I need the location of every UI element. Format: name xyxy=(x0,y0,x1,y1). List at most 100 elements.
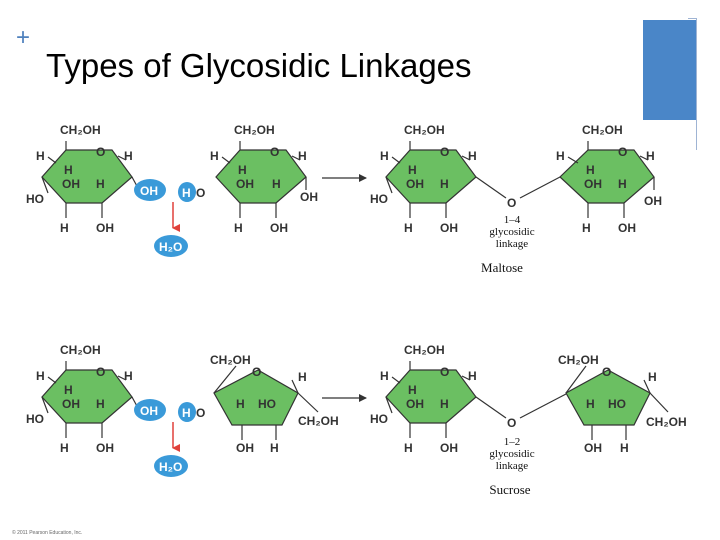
h-label: H xyxy=(440,397,449,411)
accent-block xyxy=(643,20,696,120)
oh-label: OH xyxy=(644,194,662,208)
glucose-ring-shape xyxy=(559,149,655,204)
h-label: H xyxy=(298,149,307,163)
h-label: H xyxy=(586,397,595,411)
reacting-h-label: H xyxy=(182,186,191,200)
h-label: H xyxy=(124,369,133,383)
fructose-ring-shape xyxy=(213,369,299,426)
ho-label: HO xyxy=(370,412,388,426)
ring-oxygen: O xyxy=(252,365,261,379)
h-label: H xyxy=(408,163,417,177)
reacting-oh-highlight xyxy=(134,399,166,421)
sucrose-glucose: CH₂OH O H H H OH H HO H OH xyxy=(26,343,139,455)
ho-label: HO xyxy=(608,397,626,411)
h-label: H xyxy=(234,221,243,235)
ch2oh-label: CH₂OH xyxy=(298,414,339,428)
ch2oh-label: CH₂OH xyxy=(234,123,275,137)
ho-label: HO xyxy=(370,192,388,206)
sucrose-product: CH₂OH O H H H OH H HO H OH O CH₂OH O H H… xyxy=(370,343,687,455)
reacting-oh-label: OH xyxy=(140,404,158,418)
h-label: H xyxy=(270,441,279,455)
ring-oxygen: O xyxy=(270,145,279,159)
water-highlight xyxy=(154,455,188,477)
ring-oxygen: O xyxy=(440,145,449,159)
glucose-ring-shape xyxy=(41,149,133,204)
h-label: H xyxy=(60,441,69,455)
oh-label: OH xyxy=(300,190,318,204)
sucrose-fructose: CH₂OH O H H HO CH₂OH OH H xyxy=(210,353,339,455)
glycosidic-oxygen: O xyxy=(507,196,516,210)
h-label: H xyxy=(64,163,73,177)
h-label: H xyxy=(96,397,105,411)
oh-label: OH xyxy=(96,221,114,235)
h-label: H xyxy=(618,177,627,191)
glucose-ring-shape xyxy=(215,149,307,204)
h-label: H xyxy=(408,383,417,397)
ch2oh-label: CH₂OH xyxy=(404,123,445,137)
h-label: H xyxy=(60,221,69,235)
ch2oh-label: CH₂OH xyxy=(210,353,251,367)
h-label: H xyxy=(380,369,389,383)
h-label: H xyxy=(210,149,219,163)
linkage-caption-line3: linkage xyxy=(496,238,528,250)
linkage-caption-line2: glycosidic xyxy=(489,448,534,460)
reacting-oh-label: OH xyxy=(140,184,158,198)
h-label: H xyxy=(440,177,449,191)
maltose-glucose-2: CH₂OH O H H H OH H OH H OH xyxy=(210,123,318,235)
linkage-caption-line3: linkage xyxy=(496,460,528,472)
h-label: H xyxy=(298,370,307,384)
accent-line xyxy=(696,18,697,150)
maltose-product: CH₂OH O H H H OH H HO H OH O CH₂OH O H H… xyxy=(370,123,662,235)
linkage-caption-line2: glycosidic xyxy=(489,226,534,238)
product-name-maltose: Maltose xyxy=(481,260,523,275)
water-highlight xyxy=(154,235,188,257)
h-label: H xyxy=(236,397,245,411)
linkage-caption-line1: 1–4 xyxy=(504,214,521,226)
h-label: H xyxy=(380,149,389,163)
reacting-o-label: O xyxy=(196,406,205,420)
glucose-ring-shape xyxy=(385,149,477,204)
h-label: H xyxy=(64,383,73,397)
h-label: H xyxy=(468,149,477,163)
h-label: H xyxy=(556,149,565,163)
reacting-h-label: H xyxy=(182,406,191,420)
reacting-h-highlight xyxy=(178,402,196,422)
h-label: H xyxy=(272,177,281,191)
ho-label: HO xyxy=(26,192,44,206)
oh-label: OH xyxy=(406,397,424,411)
slide-title: Types of Glycosidic Linkages xyxy=(46,47,472,84)
h-label: H xyxy=(124,149,133,163)
linkage-caption-line1: 1–2 xyxy=(504,436,521,448)
copyright-text: © 2011 Pearson Education, Inc. xyxy=(12,529,82,536)
h-label: H xyxy=(238,163,247,177)
oh-label: OH xyxy=(270,221,288,235)
oh-label: OH xyxy=(406,177,424,191)
ch2oh-label: CH₂OH xyxy=(646,415,687,429)
ch2oh-label: CH₂OH xyxy=(582,123,623,137)
h-label: H xyxy=(468,369,477,383)
oh-label: OH xyxy=(62,397,80,411)
ch2oh-label: CH₂OH xyxy=(60,343,101,357)
oh-label: OH xyxy=(584,441,602,455)
glucose-ring-shape xyxy=(41,369,133,424)
h-label: H xyxy=(36,369,45,383)
oh-label: OH xyxy=(618,221,636,235)
ring-oxygen: O xyxy=(440,365,449,379)
ho-label: HO xyxy=(258,397,276,411)
h-label: H xyxy=(404,221,413,235)
oh-label: OH xyxy=(62,177,80,191)
oh-label: OH xyxy=(96,441,114,455)
ring-oxygen: O xyxy=(602,365,611,379)
reacting-h-highlight xyxy=(178,182,196,202)
ch2oh-label: CH₂OH xyxy=(558,353,599,367)
h-label: H xyxy=(582,221,591,235)
h-label: H xyxy=(648,370,657,384)
ch2oh-label: CH₂OH xyxy=(404,343,445,357)
h-label: H xyxy=(404,441,413,455)
oh-label: OH xyxy=(584,177,602,191)
oh-label: OH xyxy=(440,221,458,235)
water-label: H₂O xyxy=(159,240,182,254)
oh-label: OH xyxy=(440,441,458,455)
h-label: H xyxy=(646,149,655,163)
